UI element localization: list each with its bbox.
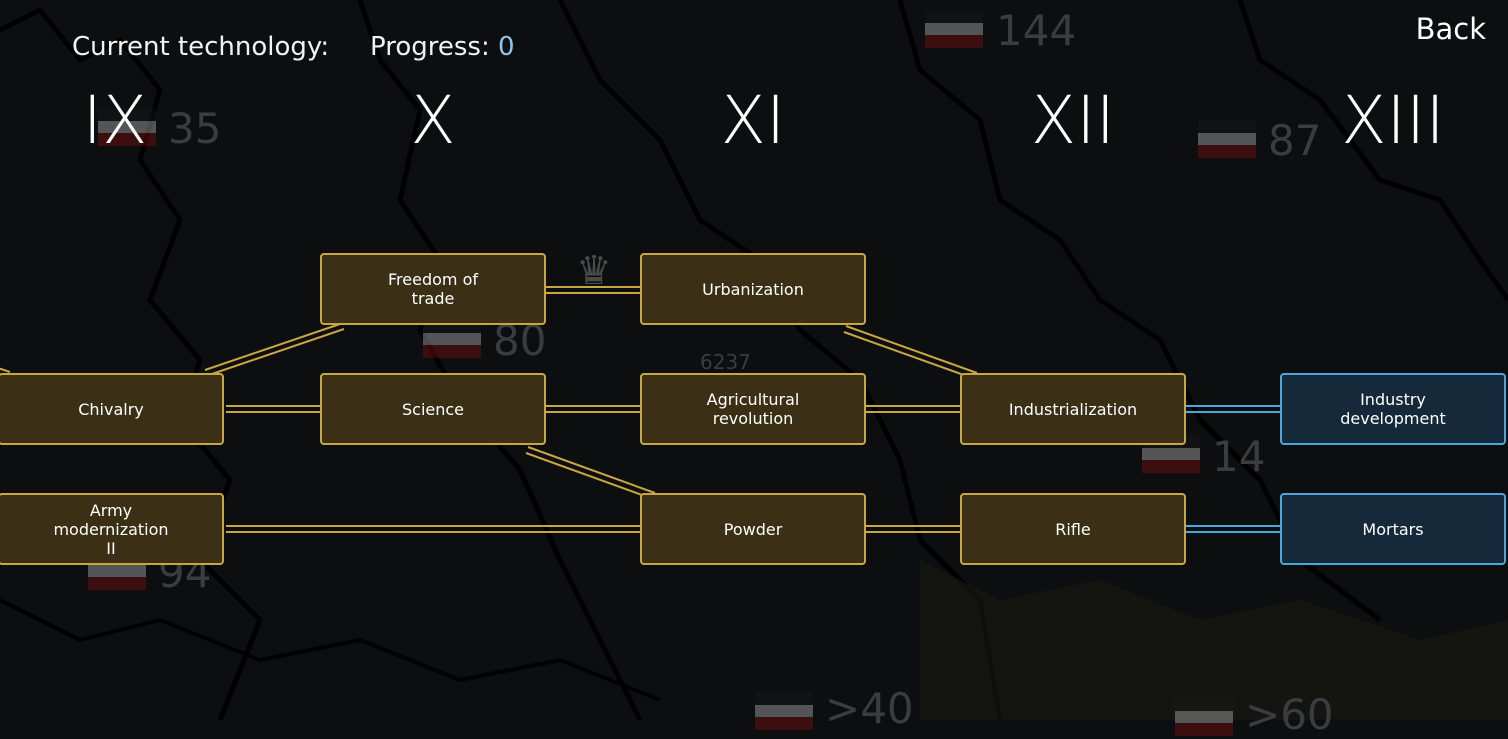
- map-army-label: 35: [168, 104, 222, 153]
- tech-freedom-of-trade[interactable]: Freedom of trade: [320, 253, 546, 325]
- map-flag: [1198, 120, 1256, 158]
- tech-connections: [0, 286, 1280, 533]
- tech-chivalry[interactable]: Chivalry: [0, 373, 224, 445]
- era-heading-x: X: [410, 82, 456, 159]
- progress-value: 0: [497, 32, 515, 62]
- map-army-label: 87: [1268, 116, 1322, 165]
- map-flag: [98, 108, 156, 146]
- map-army-label: 144: [996, 6, 1077, 55]
- map-flag: [925, 10, 983, 48]
- era-heading-ix: IX: [82, 82, 148, 159]
- tech-agricultural-revolution[interactable]: Agricultural revolution: [640, 373, 866, 445]
- current-technology-label: Current technology:: [72, 32, 330, 62]
- era-heading-xiii: XIII: [1341, 82, 1445, 159]
- progress-readout: Progress: 0: [370, 32, 515, 62]
- tech-army-modernization-ii[interactable]: Army modernization II: [0, 493, 224, 565]
- tech-industry-development[interactable]: Industry development: [1280, 373, 1506, 445]
- map-resource-label: 6237: [700, 350, 751, 374]
- era-heading-xi: XI: [720, 82, 786, 159]
- tech-urbanization[interactable]: Urbanization: [640, 253, 866, 325]
- progress-label: Progress:: [370, 32, 498, 62]
- tech-industrialization[interactable]: Industrialization: [960, 373, 1186, 445]
- era-heading-xii: XII: [1030, 82, 1116, 159]
- back-button[interactable]: Back: [1415, 12, 1486, 46]
- tech-rifle[interactable]: Rifle: [960, 493, 1186, 565]
- tech-powder[interactable]: Powder: [640, 493, 866, 565]
- map-army-label: 14: [1212, 432, 1266, 481]
- tech-mortars[interactable]: Mortars: [1280, 493, 1506, 565]
- tech-science[interactable]: Science: [320, 373, 546, 445]
